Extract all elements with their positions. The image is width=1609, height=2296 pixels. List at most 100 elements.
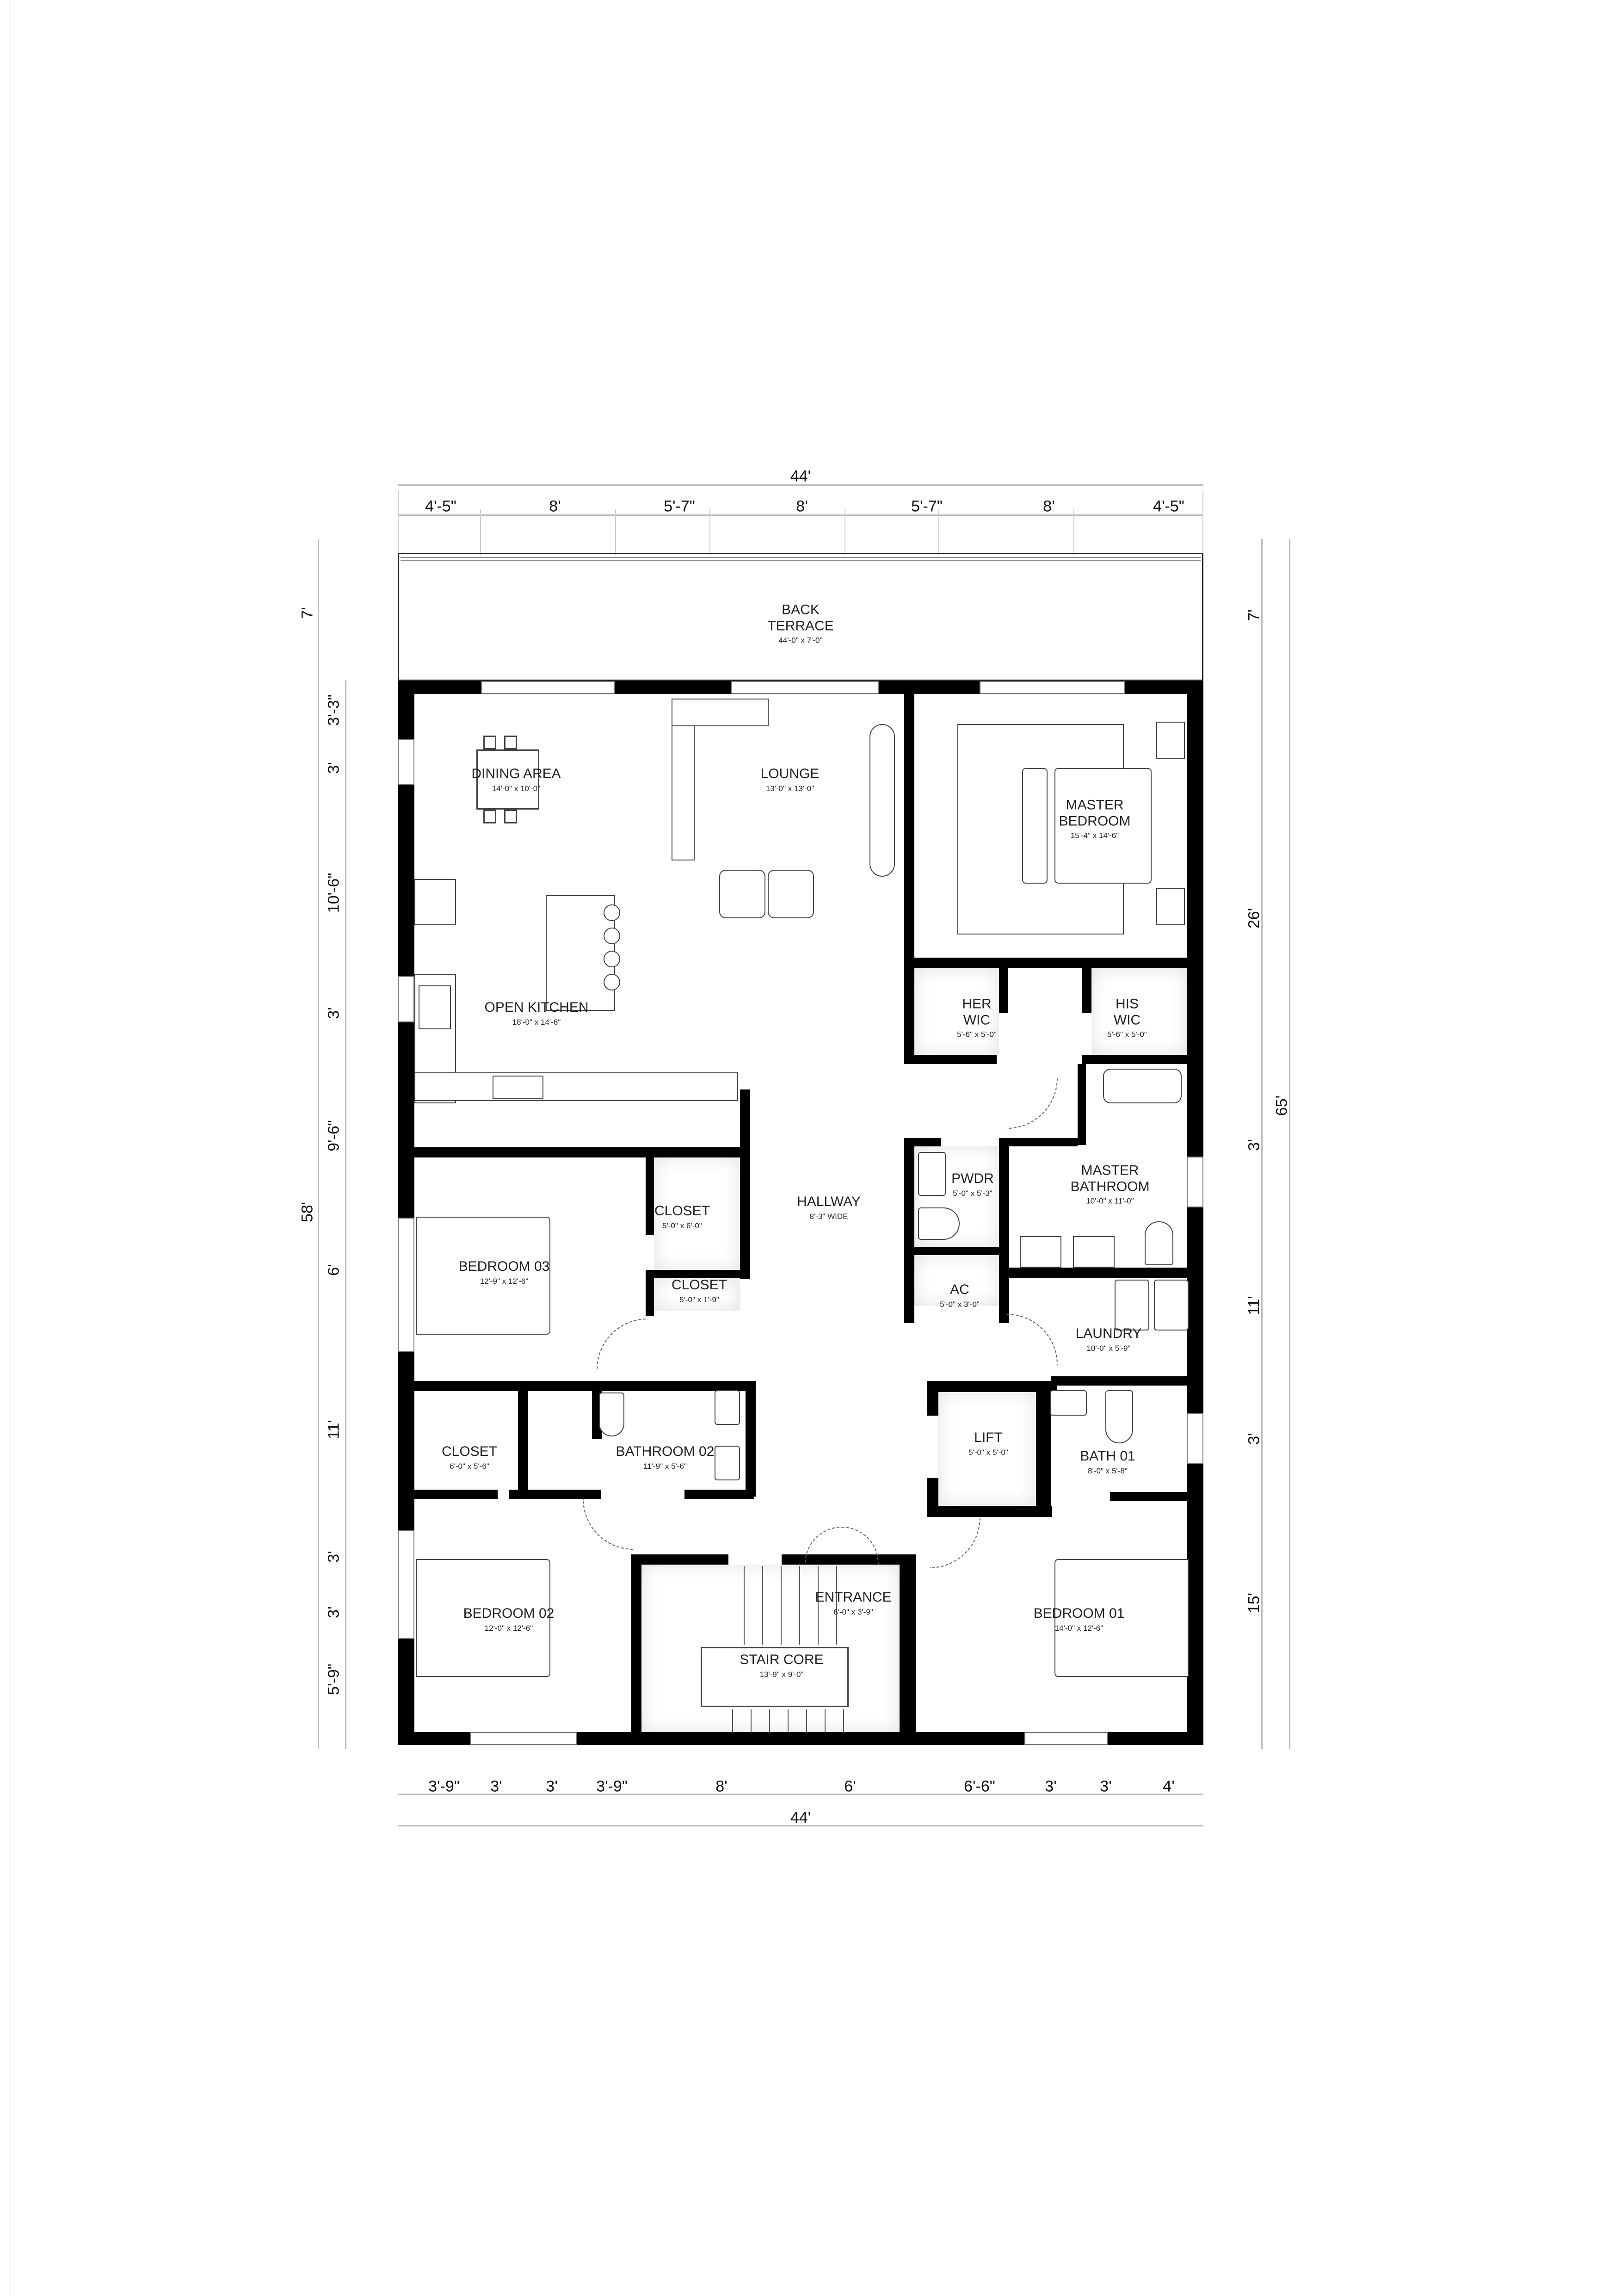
dim-bottom-10: 4' [1163,1777,1175,1795]
dryer [1154,1280,1189,1331]
window-front-1 [470,1732,577,1745]
refrigerator [414,879,456,925]
dim-bottom-8: 3' [1045,1777,1057,1795]
dim-top-4: 8' [796,497,808,515]
dim-left-10: 3' [325,1606,343,1618]
dining-table [476,749,539,810]
sliding-door-rear-2[interactable] [731,681,879,694]
dim-top-3: 5'-7" [664,497,695,515]
dim-top-6: 8' [1043,497,1055,515]
dim-left-11: 5'-9" [325,1664,343,1695]
dim-left-2: 3'-3" [325,694,343,726]
sliding-door-rear-3[interactable] [980,681,1125,694]
dim-right-2: 26' [1245,908,1263,929]
pwdr-toilet [918,1207,960,1240]
bathtub [1103,1069,1182,1103]
dim-bottom-4: 3'-9" [596,1777,628,1795]
dim-top-total: 44' [790,467,811,485]
dim-right-4: 11' [1245,1296,1263,1315]
dim-right-1: 7' [1245,609,1263,621]
bar-stool [604,904,620,921]
bedroom-03-bed [416,1217,550,1335]
window-left-4 [398,1530,414,1639]
dim-right-6: 15' [1245,1592,1263,1614]
master-bed [1054,768,1152,884]
lounge-chair [719,870,765,918]
dim-bottom-3: 3' [546,1777,558,1795]
dim-left-3: 3' [325,762,343,774]
stair-landing [701,1647,849,1707]
nightstand [1156,722,1185,759]
lounge-bench [869,724,895,877]
bar-stool [604,928,620,944]
bedroom-02-bed [416,1559,550,1677]
vanity-sink [1020,1236,1061,1268]
bench-ottoman [1022,768,1048,884]
dim-left-1: 7' [298,607,316,619]
dim-bottom-6: 6' [844,1777,856,1795]
pwdr-sink [918,1152,946,1196]
dining-chair [483,736,496,749]
window-front-2 [1024,1732,1108,1745]
dim-left-total: 58' [298,1201,316,1223]
bar-stool [604,974,620,990]
sectional-sofa-arm [672,699,769,726]
sliding-door-rear-1[interactable] [481,681,615,694]
bath-01-sink [1050,1390,1087,1416]
dim-right-total: 65' [1273,1095,1291,1116]
dim-bottom-1: 3'-9" [428,1777,460,1795]
bath-01-toilet [1105,1390,1133,1443]
kitchen-counter-back [414,1072,738,1101]
dim-left-5: 3' [325,1007,343,1019]
stair-treads-upper [726,1566,846,1645]
bathroom-02-sink [715,1390,740,1425]
dining-chair [504,810,517,823]
dim-left-7: 6' [325,1264,343,1276]
window-right-2 [1187,1413,1203,1464]
window-left-2 [398,976,414,1022]
dim-top-5: 5'-7" [911,497,943,515]
dim-right-3: 3' [1245,1139,1263,1151]
window-right-1 [1187,1157,1203,1207]
dim-bottom-5: 8' [715,1777,727,1795]
vanity-sink [1073,1236,1115,1268]
dim-left-4: 10'-6" [325,873,343,913]
bar-stool [604,951,620,967]
back-terrace [398,553,1203,681]
dim-bottom-total: 44' [790,1809,811,1827]
dim-bottom-2: 3' [490,1777,502,1795]
dim-top-2: 8' [549,497,561,515]
bathroom-02-toilet [599,1392,624,1436]
dim-right-5: 3' [1245,1433,1263,1445]
dim-top-7: 4'-5" [1153,497,1184,515]
dim-left-9: 3' [325,1551,343,1563]
kitchen-sink [419,985,451,1029]
bedroom-01-bed [1054,1559,1189,1677]
toilet [1145,1221,1173,1265]
stair-treads-lower [715,1709,851,1733]
dim-bottom-7: 6'-6" [964,1777,995,1795]
window-left-1 [398,739,414,785]
bathroom-02-sink [715,1446,740,1480]
washer [1115,1280,1149,1331]
